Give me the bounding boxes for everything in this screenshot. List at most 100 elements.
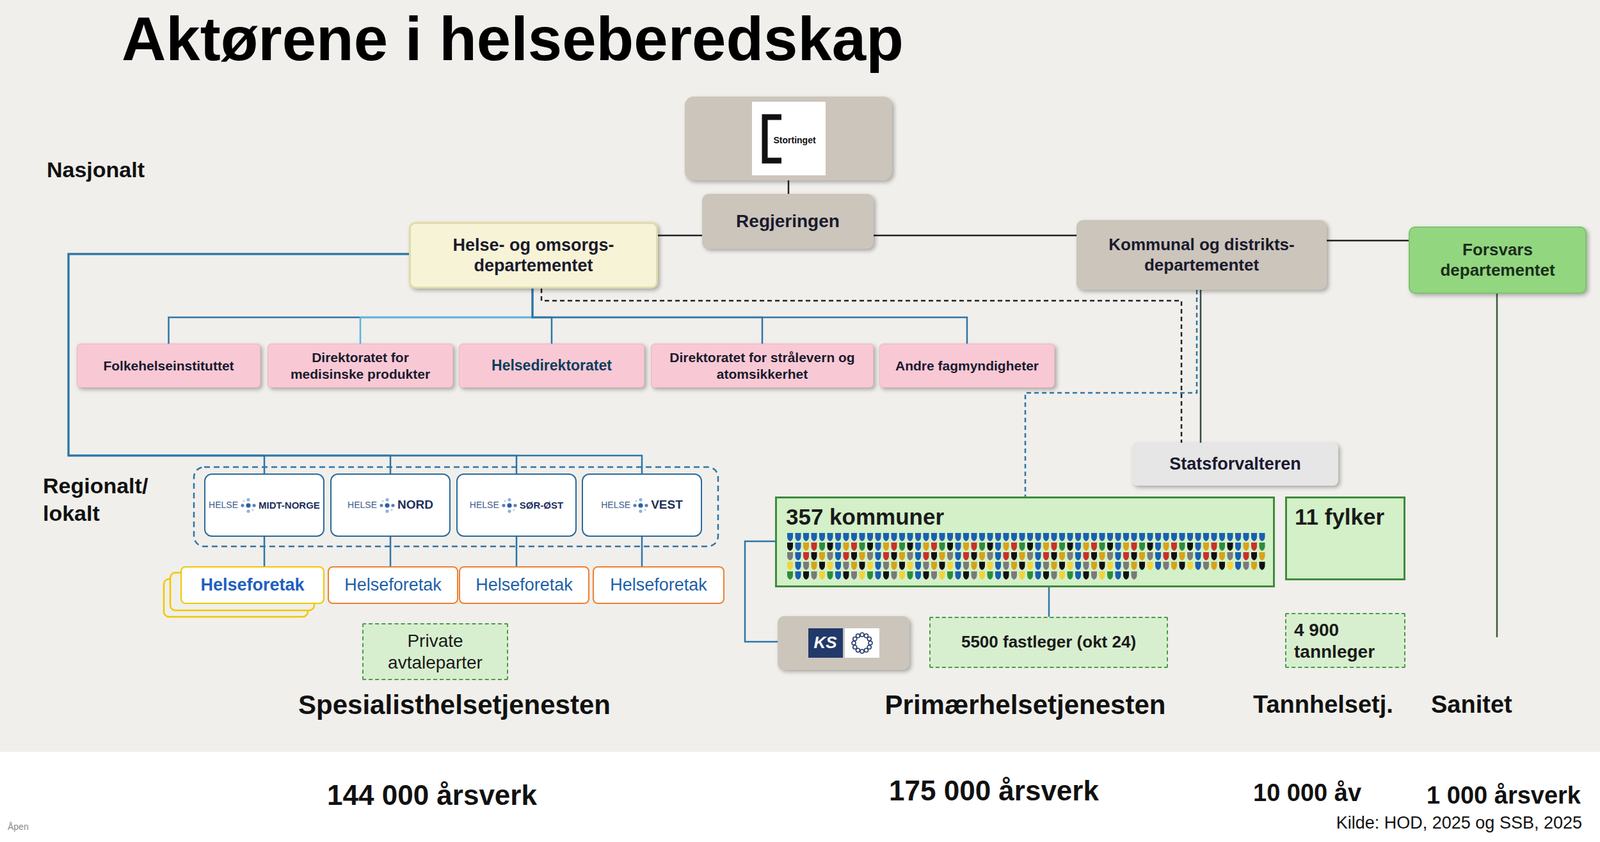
crest [899,571,905,580]
crest [1171,552,1177,561]
node-text: Helseforetak [609,574,708,596]
crest [1131,571,1138,580]
ks-logo: KS [808,628,843,658]
crest [987,533,994,542]
crest [867,533,873,542]
logo-dot [251,508,254,511]
logo-dot [385,497,389,502]
connector [263,536,266,567]
crest [1251,561,1257,571]
crest [1155,542,1161,552]
crest [1155,561,1161,571]
crest [1075,552,1081,561]
crest [875,533,882,542]
crest [1211,542,1218,552]
crest [1003,533,1010,542]
crest [851,561,857,571]
crest [843,561,850,571]
crest [1003,561,1010,571]
crest [955,571,962,580]
crest [1051,533,1058,542]
crest [1067,571,1074,580]
node-text: Regjeringen [736,210,840,233]
crest [827,571,834,580]
crest [1059,571,1065,580]
crest [955,533,962,542]
logo-dots [240,497,257,514]
crest [1203,561,1209,571]
crest [971,533,978,542]
crest [1259,552,1266,561]
ring-dot [864,648,868,653]
connector [360,288,533,344]
crest [995,552,1001,561]
crest [899,552,905,561]
crest [915,542,921,552]
crest [1099,533,1106,542]
connector [1200,289,1202,443]
crest [1115,542,1122,552]
logo-dots [378,497,396,514]
crest [931,561,937,571]
crest [1011,533,1017,542]
crest [843,552,850,561]
crest [1059,542,1065,552]
node-text: Direktoratet for medisinske produkter [274,349,447,382]
crest [1027,571,1033,580]
crest [1003,542,1010,552]
crest [1043,552,1049,561]
connector [515,536,518,567]
crest [955,542,962,552]
crest [851,542,857,552]
crest [907,533,914,542]
crest [939,571,946,580]
node-text: Stortinget [773,135,816,146]
crest [1067,533,1074,542]
crest [1083,533,1090,542]
ring-dot [860,649,864,654]
crest [859,571,866,580]
crest [1131,552,1138,561]
crest [931,571,937,580]
crest [1027,552,1033,561]
crest [811,571,818,580]
hospital-trust-box: Helseforetak [458,566,590,605]
connector [657,234,703,237]
crest [891,542,898,552]
crest [1107,552,1113,561]
crest [787,561,793,571]
crest [923,552,930,561]
crest [803,542,809,552]
fte-figure: 144 000 årsverk [240,777,624,813]
logo-dot [384,503,390,508]
crest [1195,533,1202,542]
crest [1123,571,1129,580]
crest [1211,552,1218,561]
crest [1043,571,1049,580]
crest [1203,533,1209,542]
crest [1099,552,1106,561]
crest [1235,533,1241,542]
node-text: KS [813,632,837,653]
agency-box: Direktoratet for medisinske produkter [267,343,454,388]
crest [851,533,857,542]
node-text: 357 kommuner [785,503,944,531]
crest [1083,542,1090,552]
sector-label: Spesialisthelsetjenesten [198,688,711,723]
logo-dot [390,508,393,511]
crest [859,542,866,552]
crest [1075,571,1081,580]
node-text: Statsforvalteren [1169,453,1302,475]
health-region-box: HELSENORD [330,473,451,537]
dentist-box: 4 900 tannleger [1285,613,1406,669]
crest [995,533,1001,542]
crest [1203,552,1209,561]
classification-mark: Åpen [7,821,29,834]
crest [819,542,825,552]
crest [1035,571,1042,580]
crest [1043,561,1049,571]
crest [1163,542,1170,552]
crest [1243,552,1250,561]
crest [883,542,889,552]
ks-box: KS [777,616,910,671]
